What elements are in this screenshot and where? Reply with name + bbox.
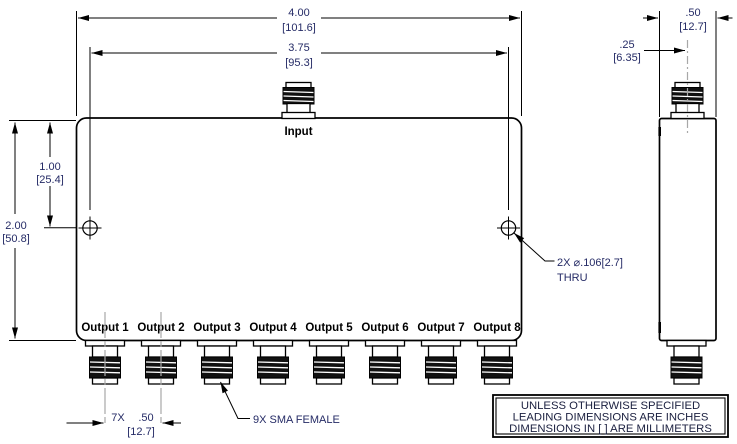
dim-hole-offset-inches: 1.00	[39, 161, 60, 173]
dim-connector-offset: .25 [6.35]	[613, 39, 685, 64]
dim-hole-offset: 1.00 [25.4]	[36, 122, 76, 229]
output-3-label: Output 3	[193, 322, 240, 334]
output-7-sma-connector	[420, 339, 462, 385]
dim-overall-height-inches: 2.00	[5, 220, 26, 232]
output-4-label: Output 4	[249, 322, 297, 334]
dim-hole-span: 3.75 [95.3]	[89, 42, 509, 210]
output-8-label: Output 8	[473, 322, 521, 334]
notes-line-3: DIMENSIONS IN [ ] ARE MILLIMETERS	[509, 423, 712, 435]
output-5-label: Output 5	[305, 322, 353, 334]
callout-mounting-holes-thru: THRU	[557, 272, 588, 284]
notes-box: UNLESS OTHERWISE SPECIFIED LEADING DIMEN…	[492, 394, 729, 438]
front-view: Input Output 1 Output 2 Output 3 Output …	[75, 81, 523, 426]
dim-connector-offset-inches: .25	[619, 39, 634, 51]
side-bottom-sma-connector	[666, 339, 707, 385]
splitter-body-side	[658, 117, 717, 342]
side-edge-mark-top	[658, 127, 661, 136]
output-3-sma-connector	[196, 339, 238, 385]
mounting-hole-left	[78, 216, 102, 240]
dim-depth: .50 [12.7]	[643, 7, 733, 117]
input-label: Input	[284, 126, 312, 138]
dim-connector-offset-mm: [6.35]	[613, 52, 641, 64]
mounting-hole-right	[497, 216, 520, 240]
output-6-label: Output 6	[361, 322, 408, 334]
callout-mounting-holes: 2X ⌀.106[2.7] THRU	[513, 232, 623, 284]
dim-output-pitch-mm: [12.7]	[127, 426, 155, 438]
dim-overall-width-inches: 4.00	[288, 7, 309, 19]
dim-depth-mm: [12.7]	[679, 21, 707, 33]
input-sma-connector	[281, 81, 316, 120]
output-7-label: Output 7	[417, 322, 464, 334]
dim-hole-span-mm: [95.3]	[285, 57, 313, 69]
dim-output-pitch-inches: .50	[138, 412, 153, 424]
callout-sma-female-text: 9X SMA FEMALE	[253, 414, 340, 426]
output-5-sma-connector	[308, 339, 350, 385]
dim-overall-height: 2.00 [50.8]	[2, 120, 76, 341]
dim-hole-offset-mm: [25.4]	[36, 174, 64, 186]
callout-mounting-holes-text: 2X ⌀.106[2.7]	[557, 257, 623, 269]
splitter-body-front	[75, 117, 523, 342]
notes-line-2: LEADING DIMENSIONS ARE INCHES	[513, 412, 709, 424]
side-edge-mark-bottom	[658, 322, 661, 333]
output-6-sma-connector	[364, 339, 406, 385]
dim-hole-span-inches: 3.75	[288, 42, 309, 54]
dim-overall-height-mm: [50.8]	[2, 233, 30, 245]
output-4-sma-connector	[252, 339, 294, 385]
side-view	[658, 40, 717, 385]
notes-line-1: UNLESS OTHERWISE SPECIFIED	[521, 400, 700, 412]
dim-output-pitch: 7X .50 [12.7]	[66, 412, 181, 438]
callout-sma-female: 9X SMA FEMALE	[220, 381, 340, 426]
dim-overall-width-mm: [101.6]	[282, 22, 316, 34]
dim-overall-width: 4.00 [101.6]	[76, 7, 522, 116]
output-8-sma-connector	[476, 339, 518, 385]
dim-depth-inches: .50	[685, 7, 700, 19]
dim-output-pitch-count: 7X	[111, 412, 125, 424]
